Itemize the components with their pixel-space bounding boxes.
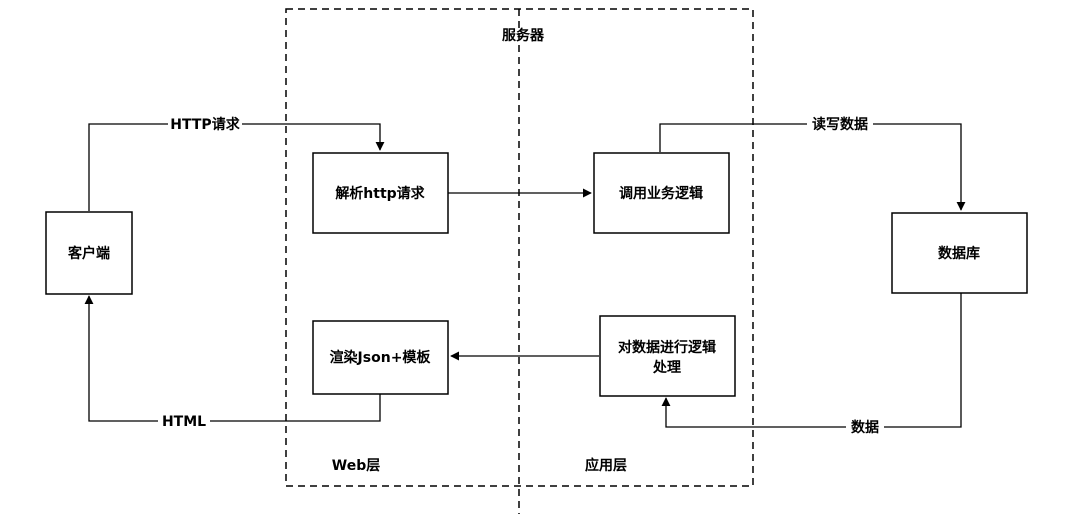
app-layer-label: 应用层 [585,457,627,474]
edge-label-bg [846,418,884,436]
node-parse-http-label: 解析http请求 [335,185,425,202]
node-parse-http: 解析http请求 [312,152,449,234]
server-container [285,8,754,487]
edge-label-http-request: HTTP请求 [170,116,240,133]
edge-label-bg [807,115,873,133]
edge-label-data: 数据 [851,419,879,436]
node-process-data-line1: 对数据进行逻辑 [618,339,716,356]
edge-render-to-client [84,295,381,422]
node-business-logic-label: 调用业务逻辑 [619,185,703,202]
edge-database-to-process [661,293,962,428]
server-title: 服务器 [502,27,545,44]
node-database: 数据库 [891,212,1028,294]
node-client: 客户端 [45,211,133,295]
node-database-label: 数据库 [938,245,980,262]
node-business-logic: 调用业务逻辑 [593,152,730,234]
edge-label-bg [158,412,210,430]
node-process-data-line2: 处理 [652,359,681,376]
node-process-data: 对数据进行逻辑 处理 [599,315,736,397]
edge-label-read-write-data: 读写数据 [812,116,868,133]
node-client-label: 客户端 [67,245,110,262]
edge-label-bg [168,115,242,133]
node-render-template-label: 渲染Json+模板 [330,349,432,366]
node-render-template: 渲染Json+模板 [312,320,449,395]
web-layer-label: Web层 [332,458,380,474]
edge-label-html: HTML [162,414,206,430]
